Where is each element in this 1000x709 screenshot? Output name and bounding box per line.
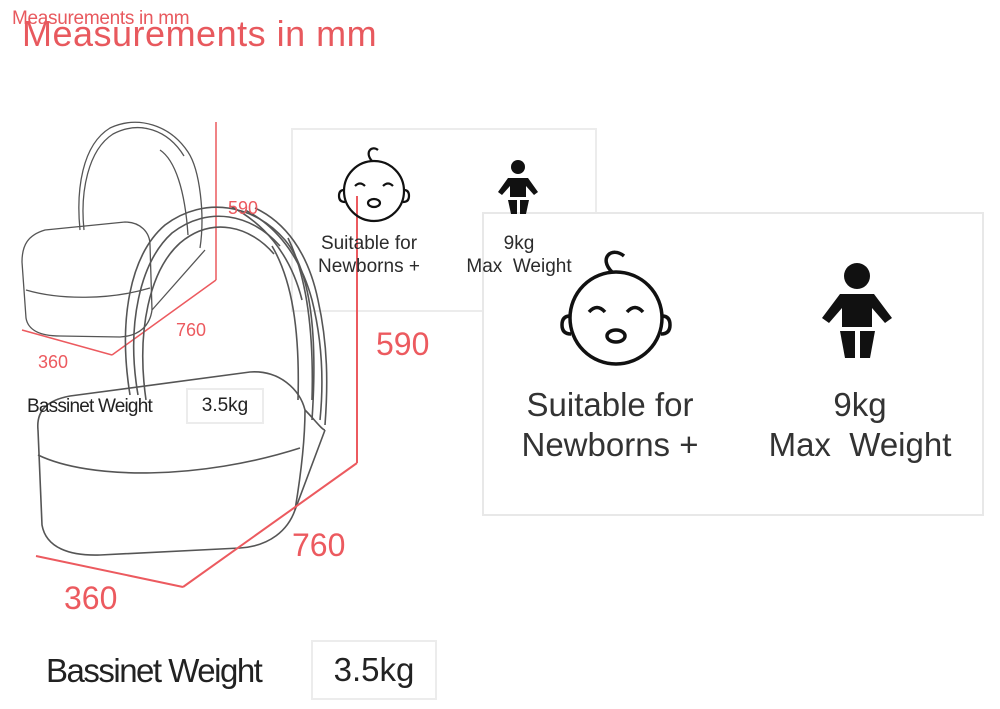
features-panel	[482, 212, 984, 516]
width-label-small: 360	[38, 352, 69, 372]
length-label-small: 760	[176, 320, 207, 340]
width-label: 360	[64, 580, 118, 616]
max-weight-feature-label-small: 9kg Max Weight	[466, 233, 572, 277]
length-label: 760	[292, 527, 346, 563]
bassinet-weight-value-small: 3.5kg	[186, 388, 264, 424]
bassinet-weight-label-small: Bassinet Weight	[27, 396, 153, 417]
newborn-feature-label-small: Suitable for Newborns +	[318, 233, 420, 277]
dimension-lines-small	[21, 122, 217, 356]
dimension-lines-big	[35, 196, 358, 588]
page-title-small: Measurements in mm	[12, 8, 190, 29]
baby-face-icon-small	[337, 147, 411, 223]
height-label: 590	[376, 326, 430, 362]
page-title: Measurements in mm	[22, 13, 378, 54]
bassinet-big-drawing	[37, 205, 328, 556]
newborn-feature-label: Suitable for Newborns +	[521, 386, 699, 463]
height-label-small: 590	[228, 198, 259, 218]
bassinet-small-drawing	[21, 121, 206, 338]
bassinet-weight-value: 3.5kg	[311, 640, 437, 700]
max-weight-feature-label: 9kg Max Weight	[768, 386, 952, 463]
baby-face-icon	[560, 250, 672, 366]
baby-figure-icon-small	[498, 160, 538, 214]
baby-figure-icon	[822, 263, 892, 358]
bassinet-weight-label: Bassinet Weight	[46, 652, 263, 689]
